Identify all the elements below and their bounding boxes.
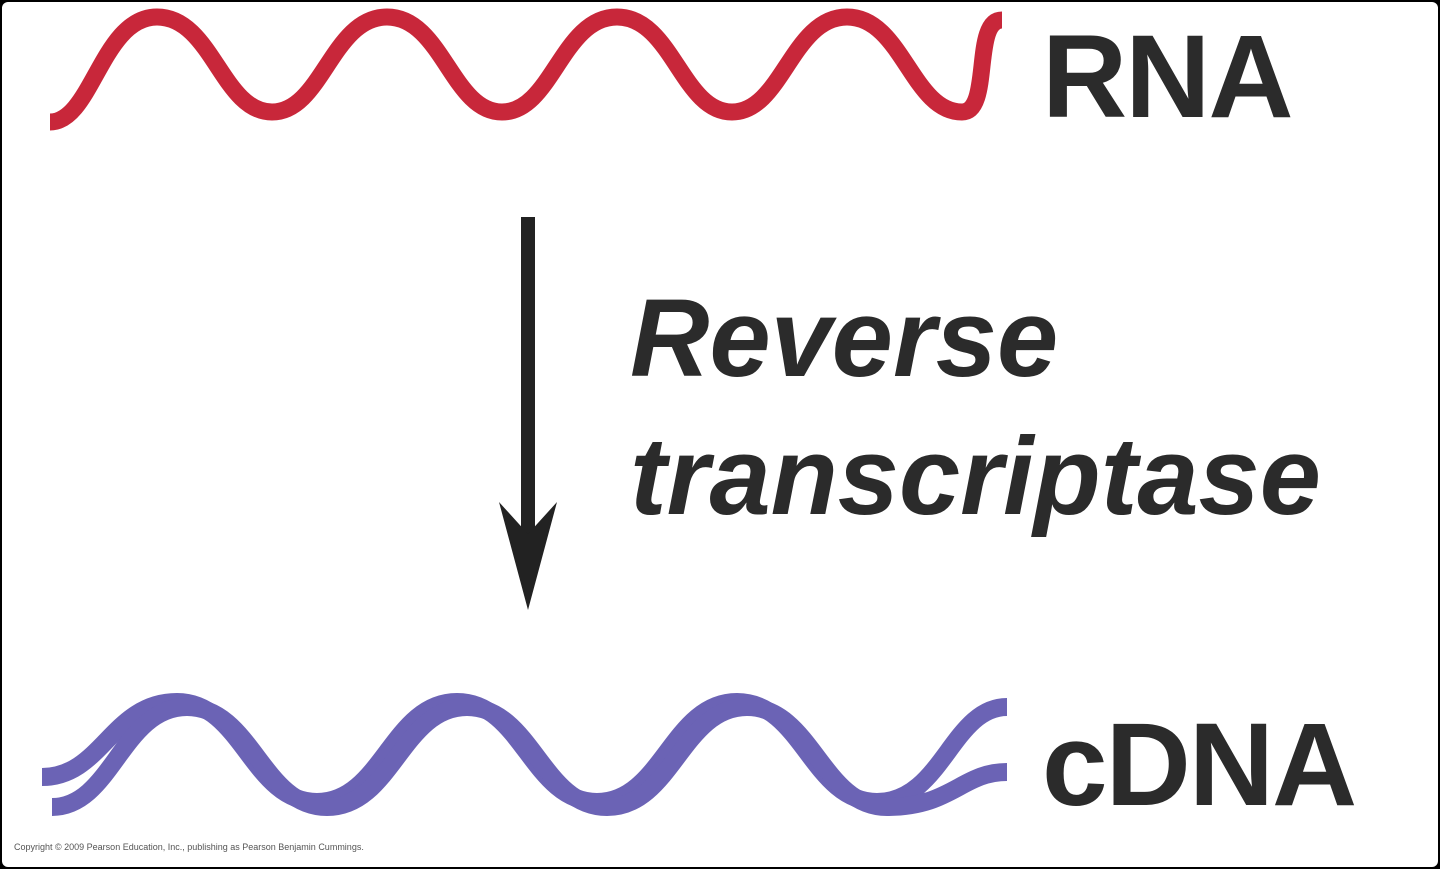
copyright-notice: Copyright © 2009 Pearson Education, Inc.…	[14, 842, 364, 852]
arrow-head	[499, 502, 557, 610]
cdna-helix	[41, 692, 1008, 817]
enzyme-label-line2: transcriptase	[630, 415, 1321, 538]
cdna-strand-b	[51, 697, 1008, 817]
enzyme-label-line1: Reverse	[630, 277, 1059, 400]
rna-strand	[48, 8, 1005, 131]
rna-label: RNA	[1042, 11, 1294, 143]
cdna-label: cDNA	[1042, 699, 1357, 831]
arrow-shaft	[521, 217, 535, 537]
reaction-arrow	[499, 217, 557, 610]
